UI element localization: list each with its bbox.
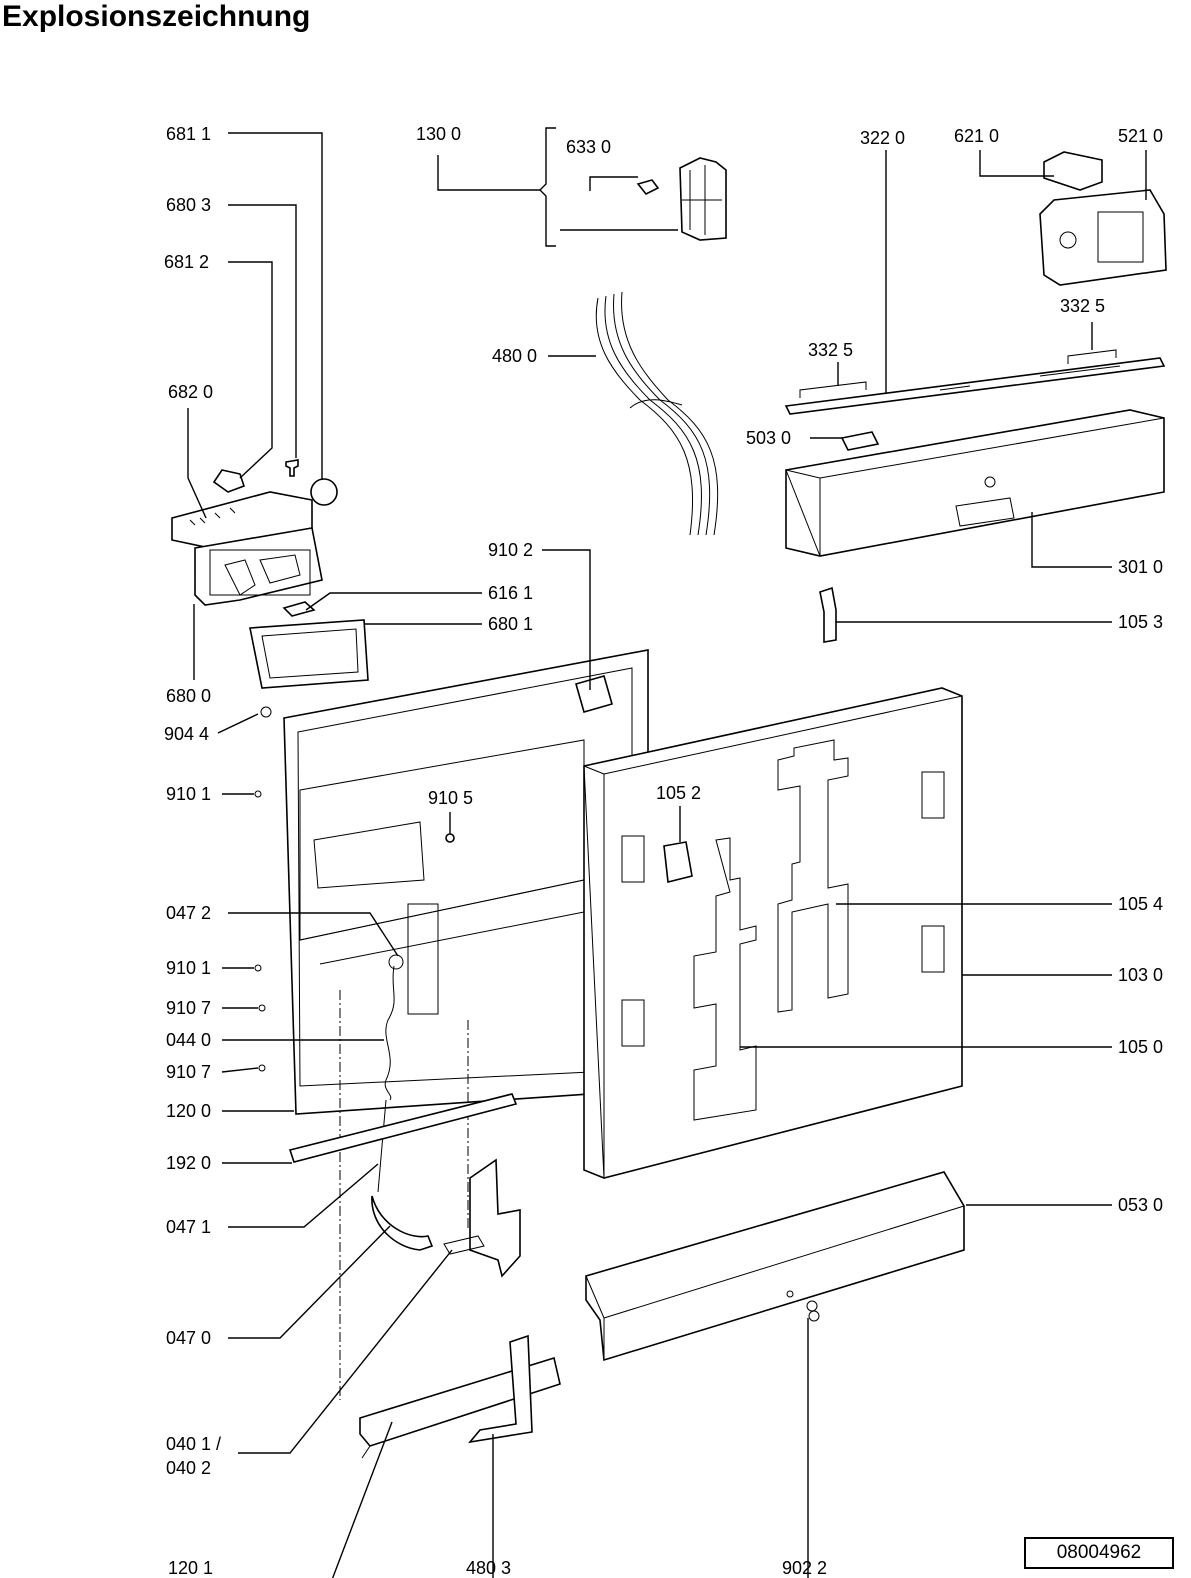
label-053-0: 053 0 [1118,1195,1163,1215]
module-621-0 [1043,151,1103,191]
label-910-1-b: 910 1 [166,958,211,978]
label-521-0: 521 0 [1118,126,1163,146]
label-681-2: 681 2 [164,252,209,272]
label-681-1: 681 1 [166,124,211,144]
label-301-0: 301 0 [1118,557,1163,577]
label-120-1: 120 1 [168,1558,213,1578]
label-332-5-right: 332 5 [1060,296,1105,316]
label-105-4: 105 4 [1118,894,1163,914]
label-910-2: 910 2 [488,540,533,560]
label-910-7-a: 910 7 [166,998,211,1018]
bracket-040-1 [443,1158,521,1278]
cables-480-0 [595,291,719,536]
bracket-105-3 [819,586,837,643]
strip-322-0 [784,357,1166,415]
label-480-3: 480 3 [466,1558,511,1578]
pulley-047-0 [371,1195,434,1251]
bracket-480-3 [468,1334,533,1444]
label-040-2: 040 2 [166,1458,211,1478]
label-633-0: 633 0 [566,137,611,157]
cable-047-1 [377,1099,387,1193]
label-047-2: 047 2 [166,903,211,923]
label-120-0: 120 0 [166,1101,211,1121]
label-047-0: 047 0 [166,1328,211,1348]
seal-680-1 [249,619,369,689]
label-044-0: 044 0 [166,1030,211,1050]
label-904-4: 904 4 [164,724,209,744]
document-number: 08004962 [1024,1537,1174,1569]
label-105-0: 105 0 [1118,1037,1163,1057]
plinth-053-0 [585,1171,965,1362]
part-503-0 [840,431,880,451]
label-910-7-b: 910 7 [166,1062,211,1082]
label-130-0: 130 0 [416,124,461,144]
part-616-1 [282,601,316,617]
label-503-0: 503 0 [746,428,791,448]
part-681-2 [212,469,246,493]
label-322-0: 322 0 [860,128,905,148]
label-105-3: 105 3 [1118,612,1163,632]
spring-044-0 [384,954,404,1101]
rail-192-0 [288,1093,518,1163]
hinge-910-2 [575,675,613,713]
dispenser-unit-682-0 [171,491,323,606]
label-682-0: 682 0 [168,382,213,402]
leader-lines [187,132,1147,1578]
label-192-0: 192 0 [166,1153,211,1173]
part-680-3 [285,459,299,477]
panel-301-0 [785,409,1165,557]
label-480-0: 480 0 [492,346,537,366]
label-040-1: 040 1 / [166,1434,221,1454]
label-332-5-left: 332 5 [808,340,853,360]
bracket-130-0 [437,127,727,247]
screws [254,706,272,1072]
label-047-1: 047 1 [166,1217,211,1237]
part-681-1 [310,478,338,506]
page-title: Explosionszeichnung [2,0,311,33]
label-902-2: 902 2 [782,1558,827,1578]
clip-332-5-left [799,381,867,398]
clip-332-5-right [1067,349,1117,364]
label-910-1-a: 910 1 [166,784,211,804]
label-616-1: 616 1 [488,583,533,603]
label-910-5: 910 5 [428,788,473,808]
board-521-0 [1039,189,1167,286]
label-103-0: 103 0 [1118,965,1163,985]
screw-902-2 [806,1300,820,1322]
label-680-1: 680 1 [488,614,533,634]
outer-door-103-0 [583,687,963,1179]
label-680-3: 680 3 [166,195,211,215]
label-621-0: 621 0 [954,126,999,146]
label-680-0: 680 0 [166,686,211,706]
label-105-2: 105 2 [656,783,701,803]
ventilation-905 [445,833,455,843]
